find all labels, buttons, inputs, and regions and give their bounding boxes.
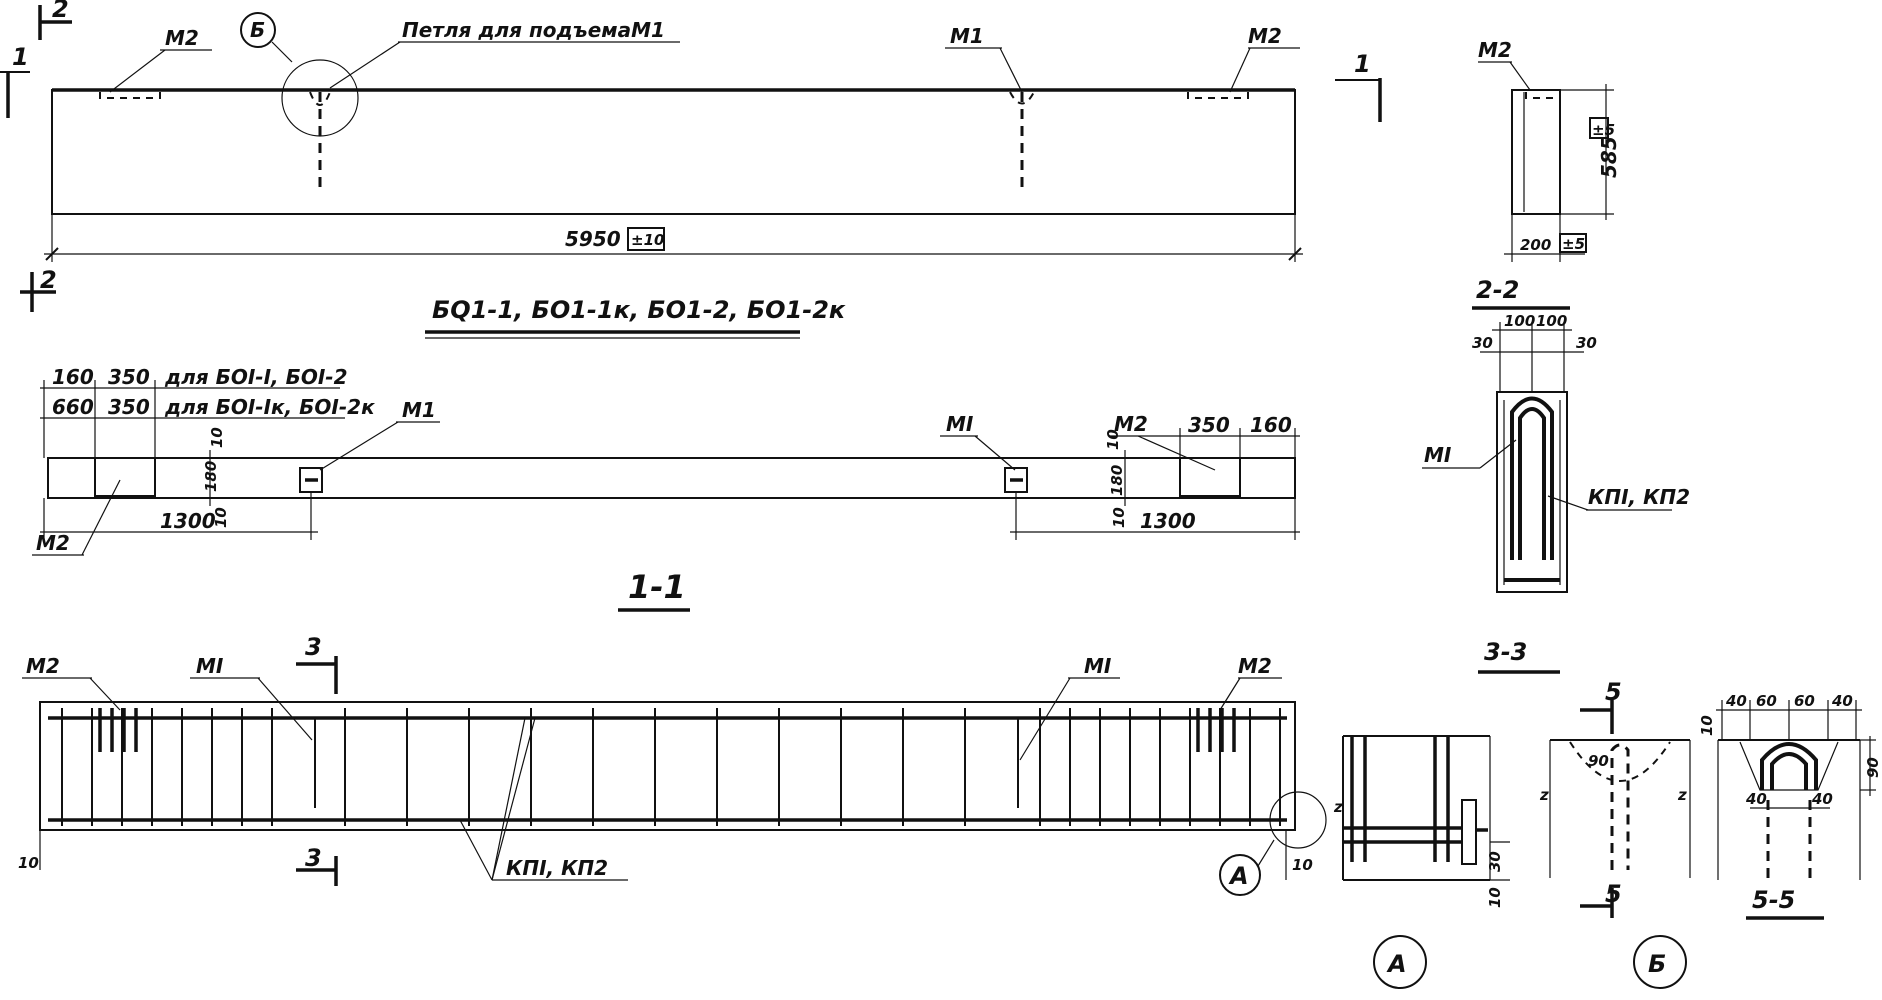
detail-b-mark: Б [1648, 950, 1666, 978]
dim-60-a: 60 [1756, 692, 1777, 710]
dim-90-radius: 90 [1588, 752, 1609, 770]
dim-100-b: 100 [1536, 312, 1567, 330]
mark-5-bottom: 5 [1605, 880, 1622, 908]
dim-350-second: 350 [108, 395, 150, 419]
mark-a-callout: А [1228, 862, 1249, 890]
section-2-2: 2-2 100 100 30 30 МI КПI, КП2 [1422, 276, 1690, 593]
height-dim: 585 [1597, 136, 1621, 178]
dim-1300-left: 1300 [160, 509, 216, 533]
label-m2-plan-left: М2 [36, 531, 70, 555]
dim-60-b: 60 [1794, 692, 1815, 710]
label-m1-rebar-right: МI [1084, 654, 1112, 678]
dim-1300-right: 1300 [1140, 509, 1196, 533]
dim-180-right: 180 [1108, 465, 1126, 496]
width-dim: 200 [1520, 236, 1551, 254]
break-z-a: z [1333, 798, 1343, 816]
mark-3-top: 3 [305, 633, 322, 661]
dim-350-top: 350 [108, 365, 150, 389]
label-m2-rebar-left: М2 [26, 654, 60, 678]
dim-90-55: 90 [1864, 757, 1882, 778]
dim-10-a: 10 [208, 427, 226, 448]
label-m2-left: М2 [165, 26, 199, 50]
section-5-5: 40 60 60 40 90 10 40 40 5-5 [1698, 692, 1882, 920]
dim-10-rebar-right: 10 [1292, 856, 1313, 874]
drawing-title: БQ1-1, БО1-1к, БО1-2, БО1-2к [425, 296, 846, 339]
dim-30-detail-a: 30 [1486, 851, 1504, 872]
label-m2-plan-right: М2 [1114, 412, 1148, 436]
section-5-5-title: 5-5 [1752, 886, 1795, 914]
dim-100-a: 100 [1504, 312, 1535, 330]
dim-40-c: 40 [1745, 790, 1767, 808]
dim-160-left: 160 [52, 365, 94, 389]
width-tol: ±5 [1562, 235, 1585, 253]
dim-10-55: 10 [1698, 715, 1716, 736]
dim-660: 660 [52, 395, 94, 419]
height-tol: ±5 [1592, 121, 1615, 139]
section-3-3-title: 3-3 [1484, 638, 1527, 666]
label-kp-section: КПI, КП2 [1588, 485, 1690, 509]
label-m1-plan-left: М1 [402, 398, 436, 422]
dim-40-b: 40 [1831, 692, 1853, 710]
dim-10-b: 10 [212, 507, 230, 528]
label-m1-top: М1 [950, 24, 984, 48]
mark-2-top: 2 [52, 0, 69, 23]
section-1-1-title: 1-1 [628, 568, 686, 606]
label-lift-loop: Петля для подъемаМ1 [402, 18, 665, 42]
note-bo1k: для БОI-Iк, БОI-2к [164, 395, 375, 419]
beam-end-view: М2 585 ±5 200 ±5 [1478, 38, 1621, 262]
label-m2-rebar-right: М2 [1238, 654, 1272, 678]
section-1-1: 1-1 М2 МI МI М2 КПI, КП2 3 [18, 568, 1327, 896]
mark-5-top: 5 [1605, 678, 1622, 706]
dim-10-d: 10 [1110, 507, 1128, 528]
label-kp-rebar: КПI, КП2 [506, 856, 608, 880]
section-3-3: 3-3 [1478, 638, 1560, 674]
stirrup-group [61, 708, 1281, 826]
dim-160-right: 160 [1250, 413, 1292, 437]
label-m1-section: МI [1424, 443, 1452, 467]
label-m2-right: М2 [1248, 24, 1282, 48]
dim-40-d: 40 [1811, 790, 1833, 808]
dim-30-left: 30 [1472, 334, 1493, 352]
detail-a-mark: А [1386, 950, 1407, 978]
section-2-2-title: 2-2 [1476, 276, 1519, 304]
mark-3-bottom: 3 [305, 844, 322, 872]
label-m2-end: М2 [1478, 38, 1512, 62]
label-m1-rebar-left: МI [196, 654, 224, 678]
mark-1-left: 1 [12, 43, 29, 71]
break-z-b1: z [1539, 786, 1549, 804]
beam-elevation: 5950 ±10 М2 Петля для подъемаМ1 Б М1 М2 … [0, 0, 1382, 312]
label-m1-plan-right: МI [946, 412, 974, 436]
mark-b-top: Б [250, 18, 265, 42]
note-bo1: для БОI-I, БОI-2 [164, 365, 348, 389]
dim-350-right: 350 [1188, 413, 1230, 437]
mark-2-bottom: 2 [40, 266, 57, 294]
dim-40-a: 40 [1725, 692, 1747, 710]
dim-30-right: 30 [1576, 334, 1597, 352]
dim-10-rebar-left: 10 [18, 854, 39, 872]
dim-10-c: 10 [1104, 429, 1122, 450]
length-tol: ±10 [631, 231, 664, 249]
dim-10-detail-a: 10 [1486, 887, 1504, 908]
detail-a: 30 10 z А [1333, 735, 1510, 989]
beam-plan-view: 160 350 для БОI-I, БОI-2 660 350 для БОI… [32, 365, 1300, 556]
title: БQ1-1, БО1-1к, БО1-2, БО1-2к [432, 296, 846, 324]
mark-1-right: 1 [1354, 50, 1371, 78]
break-z-b2: z [1677, 786, 1687, 804]
dim-180-left: 180 [202, 461, 220, 492]
detail-b: 90 z z 5 5 Б [1539, 678, 1691, 989]
length-dim: 5950 [565, 227, 621, 251]
